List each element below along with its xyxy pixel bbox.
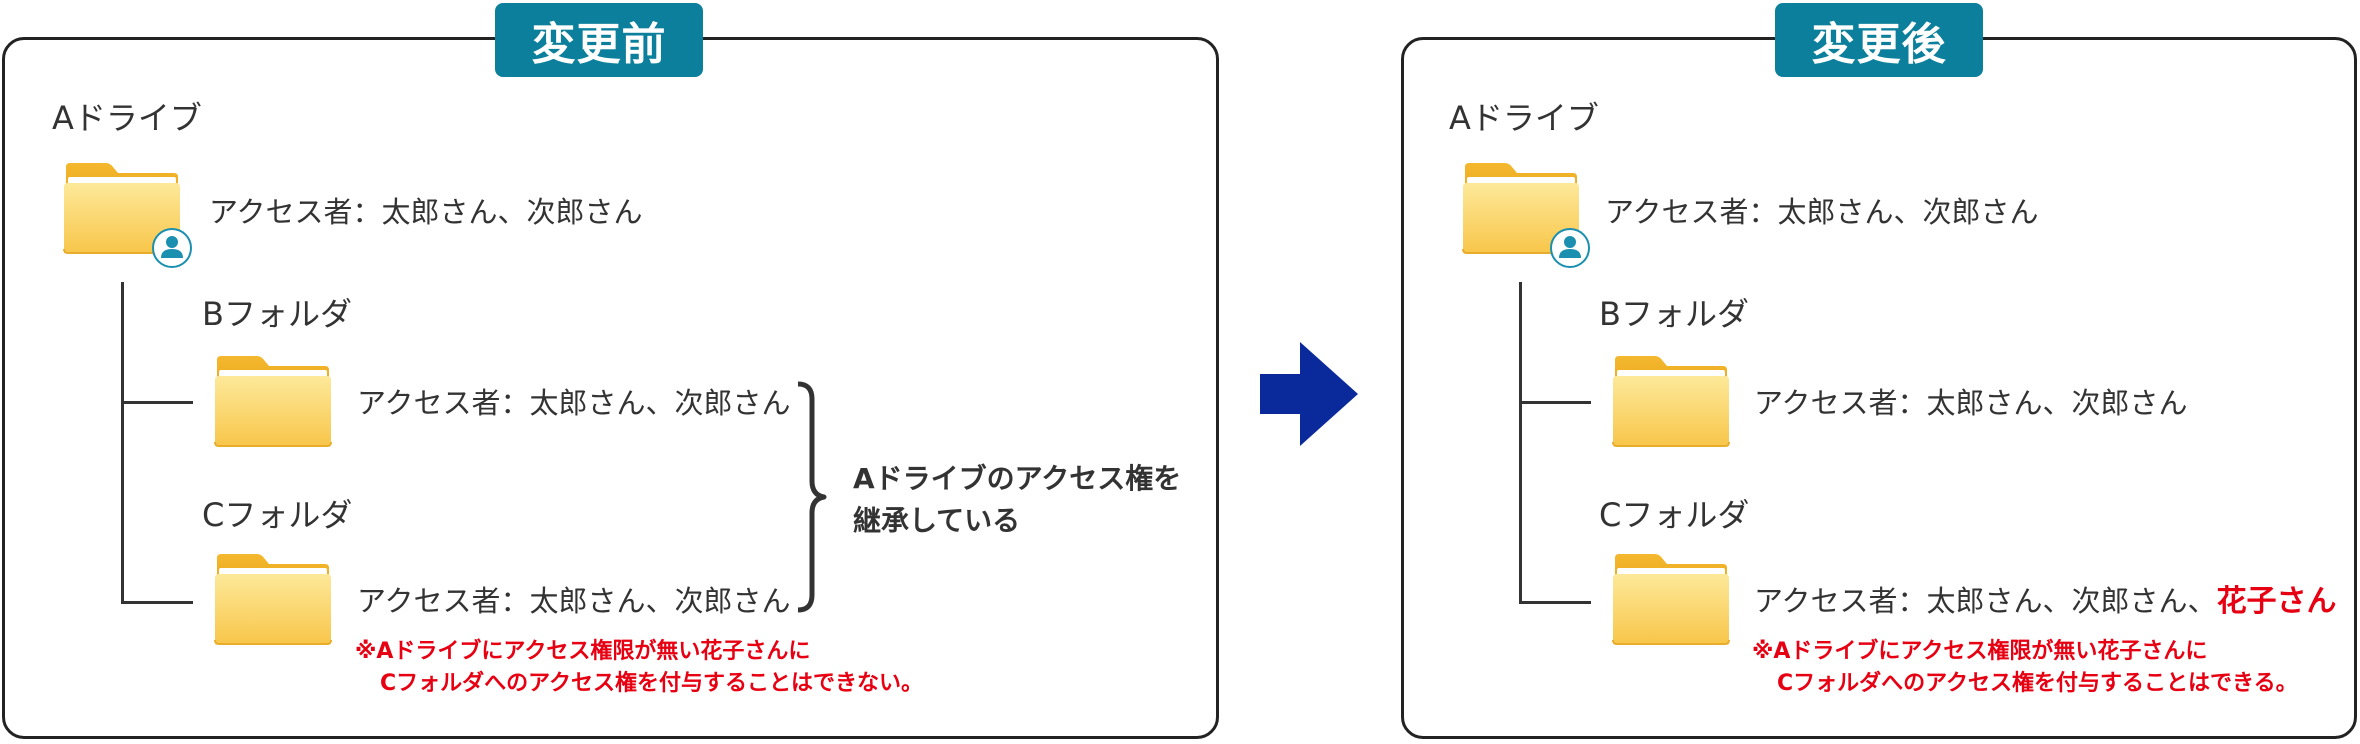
after-success-line1: ※Aドライブにアクセス権限が無い花子さんに — [1752, 639, 2208, 664]
inheritance-note: Aドライブのアクセス権を 継承している — [853, 458, 1181, 542]
inheritance-note-line2: 継承している — [853, 504, 1021, 537]
folder-c-access-text: アクセス者：太郎さん、次郎さん、花子さん — [1754, 587, 2337, 617]
folder-b-label: Bフォルダ — [1599, 295, 1749, 333]
drive-access-text: アクセス者：太郎さん、次郎さん — [1605, 195, 2039, 229]
before-title: 変更前 — [495, 3, 703, 77]
inheritance-note-line1: Aドライブのアクセス権を — [853, 462, 1182, 495]
user-icon — [1550, 228, 1590, 268]
after-panel: 変更後 Aドライブ アクセス者：太郎さん、次郎さん Bフォルダ アクセス者：太郎… — [1401, 3, 2357, 739]
tree-line-vertical — [121, 282, 124, 604]
before-warning-line1: ※Aドライブにアクセス権限が無い花子さんに — [355, 639, 811, 664]
drive-label: Aドライブ — [1449, 99, 1599, 137]
drive-label: Aドライブ — [52, 99, 202, 137]
folder-c-access-existing: アクセス者：太郎さん、次郎さん、 — [1754, 584, 2217, 618]
tree-line-vertical — [1519, 282, 1522, 604]
user-icon — [152, 228, 192, 268]
before-warning-line2: Cフォルダへのアクセス権を付与することはできない。 — [380, 671, 924, 696]
drive-access-text: アクセス者：太郎さん、次郎さん — [209, 195, 643, 229]
right-arrow-icon — [1260, 342, 1358, 446]
folder-c-label: Cフォルダ — [1599, 496, 1750, 534]
added-user-highlight: 花子さん — [2216, 584, 2337, 619]
tree-line-branch-b — [1519, 401, 1591, 404]
tree-line-branch-c — [1519, 601, 1591, 604]
folder-c-icon — [1611, 552, 1731, 646]
folder-b-icon — [213, 354, 333, 448]
tree-line-branch-c — [121, 601, 193, 604]
right-brace-icon — [797, 381, 827, 613]
folder-b-access-text: アクセス者：太郎さん、次郎さん — [1754, 386, 2188, 420]
tree-line-branch-b — [121, 401, 193, 404]
folder-c-label: Cフォルダ — [202, 496, 353, 534]
before-warning-note: ※Aドライブにアクセス権限が無い花子さんに Cフォルダへのアクセス権を付与するこ… — [355, 636, 923, 700]
folder-c-access-text: アクセス者：太郎さん、次郎さん — [357, 584, 791, 618]
folder-b-access-text: アクセス者：太郎さん、次郎さん — [357, 386, 791, 420]
after-success-line2: Cフォルダへのアクセス権を付与することはできる。 — [1777, 671, 2298, 696]
folder-b-label: Bフォルダ — [202, 295, 352, 333]
folder-b-icon — [1611, 354, 1731, 448]
after-success-note: ※Aドライブにアクセス権限が無い花子さんに Cフォルダへのアクセス権を付与するこ… — [1752, 636, 2298, 700]
after-title: 変更後 — [1775, 3, 1983, 77]
folder-c-icon — [213, 552, 333, 646]
before-panel: 変更前 Aドライブ アクセス者：太郎さん、次郎さん Bフォルダ アクセス者：太郎… — [2, 3, 1219, 739]
